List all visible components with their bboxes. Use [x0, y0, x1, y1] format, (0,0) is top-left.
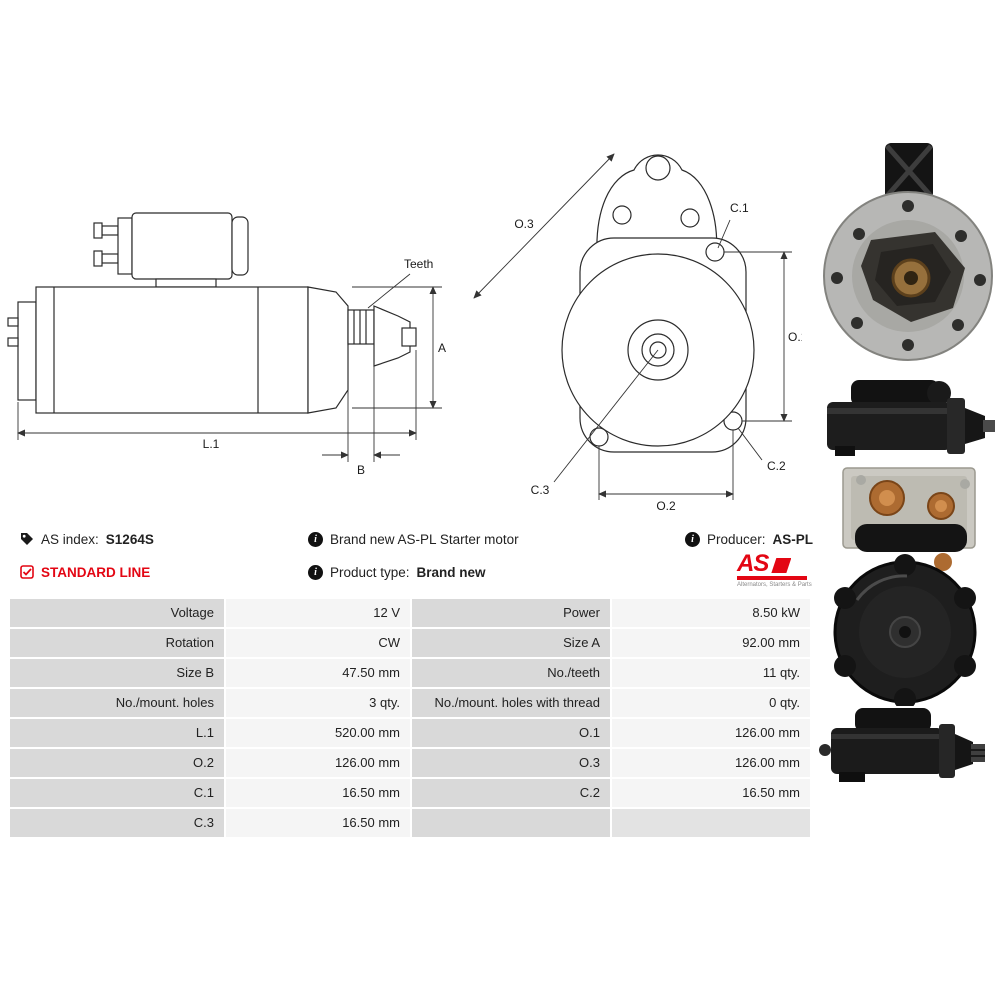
spec-value: 0 qty. [612, 689, 810, 717]
logo-mark-icon [771, 558, 792, 573]
dim-o1-label: O.1 [788, 330, 802, 344]
spec-value: 47.50 mm [226, 659, 410, 687]
spec-label: No./teeth [412, 659, 610, 687]
producer: i Producer: AS-PL [685, 530, 813, 548]
photo-front-view [823, 143, 993, 361]
standard-line-label: STANDARD LINE [41, 564, 151, 580]
photo-side-view-1 [827, 380, 995, 456]
spec-value: 8.50 kW [612, 599, 810, 627]
product-photo-solenoid [815, 462, 1000, 558]
checkbox-icon [20, 565, 34, 579]
spec-label: No./mount. holes with thread [412, 689, 610, 717]
spec-value: 16.50 mm [612, 779, 810, 807]
spec-label: Size A [412, 629, 610, 657]
as-index-value: S1264S [105, 531, 154, 547]
solenoid-endcap [117, 217, 133, 275]
as-pl-logo: AS Alternators, Starters & Parts [737, 550, 815, 588]
producer-value: AS-PL [772, 531, 814, 547]
spec-value: CW [226, 629, 410, 657]
standard-line: STANDARD LINE [20, 563, 150, 581]
photo-back-cover [833, 553, 977, 710]
spec-value: 3 qty. [226, 689, 410, 717]
spec-label: C.3 [10, 809, 224, 837]
producer-label: Producer: [707, 531, 766, 547]
spec-label: C.2 [412, 779, 610, 807]
dim-l1-label: L.1 [203, 437, 220, 451]
drive-end-housing [307, 286, 349, 414]
front-view-drawing: O.3 C.1 O.1 O.2 C.3 C.2 [473, 153, 802, 513]
spec-table: Voltage 12 V Power 8.50 kW Rotation CW S… [10, 599, 810, 837]
mount-hole-c1 [705, 242, 725, 262]
spec-value: 11 qty. [612, 659, 810, 687]
spec-value-empty [612, 809, 810, 837]
product-type-value: Brand new [416, 564, 486, 580]
spec-value: 12 V [226, 599, 410, 627]
dim-o2-label: O.2 [656, 499, 676, 513]
spec-label: C.1 [10, 779, 224, 807]
spec-label: No./mount. holes [10, 689, 224, 717]
photo-side-view-2 [819, 708, 985, 782]
spec-label: Voltage [10, 599, 224, 627]
product-photo-side-2 [815, 702, 1000, 790]
logo-as-text: AS [737, 550, 769, 577]
starter-front-outline [561, 154, 755, 453]
solenoid-body [131, 212, 233, 280]
spec-label: Size B [10, 659, 224, 687]
as-index: AS index: S1264S [20, 530, 154, 548]
dim-b-label: B [357, 463, 365, 477]
info-icon: i [685, 531, 700, 547]
teeth-label: Teeth [404, 257, 433, 271]
brand-new-note: i Brand new AS-PL Starter motor [308, 530, 519, 548]
spec-value: 16.50 mm [226, 779, 410, 807]
product-type-label: Product type: [330, 564, 410, 580]
logo-bar [737, 576, 807, 580]
side-view-drawing: Teeth A L.1 B [7, 212, 446, 477]
product-photo-back-cover [815, 548, 1000, 710]
spec-value: 92.00 mm [612, 629, 810, 657]
logo-caption: Alternators, Starters & Parts [737, 582, 812, 588]
spec-value: 126.00 mm [612, 749, 810, 777]
motor-body [35, 286, 309, 414]
spec-value: 16.50 mm [226, 809, 410, 837]
brand-new-text: Brand new AS-PL Starter motor [330, 531, 519, 547]
starter-side-outline [7, 212, 417, 414]
product-type: i Product type: Brand new [308, 563, 486, 581]
dim-o3-label: O.3 [514, 217, 534, 231]
spec-label-empty [412, 809, 610, 837]
dimension-lines-front [473, 153, 792, 500]
spec-value: 520.00 mm [226, 719, 410, 747]
dim-c2-label: C.2 [767, 459, 786, 473]
info-icon: i [308, 564, 323, 580]
spec-label: O.3 [412, 749, 610, 777]
dim-c1-label: C.1 [730, 201, 749, 215]
dim-c3-label: C.3 [531, 483, 550, 497]
product-photo-front [815, 140, 1000, 370]
spec-label: L.1 [10, 719, 224, 747]
spec-label: Power [412, 599, 610, 627]
photo-solenoid-terminals [842, 467, 976, 552]
spec-label: Rotation [10, 629, 224, 657]
spec-label: O.1 [412, 719, 610, 747]
info-icon: i [308, 531, 323, 547]
product-photo-side-1 [815, 372, 1000, 464]
tag-icon [21, 533, 33, 545]
pinion-gear [347, 309, 375, 345]
dim-a-label: A [438, 341, 446, 355]
spec-value: 126.00 mm [612, 719, 810, 747]
dimension-lines-side [17, 273, 442, 462]
spec-label: O.2 [10, 749, 224, 777]
spec-value: 126.00 mm [226, 749, 410, 777]
as-index-label: AS index: [41, 531, 99, 547]
